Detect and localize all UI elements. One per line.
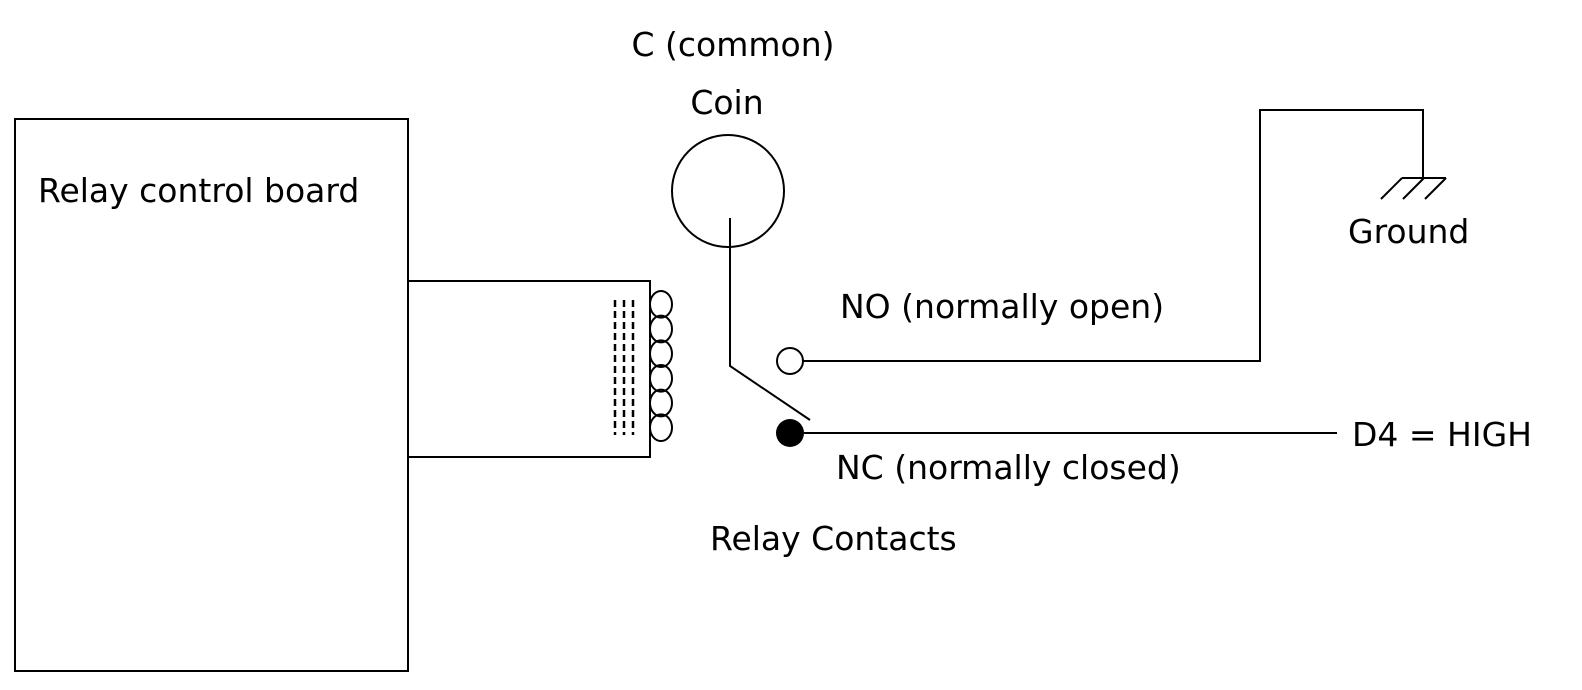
relay-core-icon xyxy=(613,300,635,435)
relay-coil-icon xyxy=(649,290,673,442)
nc-terminal xyxy=(776,419,804,447)
no-terminal xyxy=(776,347,804,375)
coil-turn xyxy=(649,339,673,368)
coin-label: Coin xyxy=(690,83,763,122)
d4-label: D4 = HIGH xyxy=(1352,415,1532,454)
switch-arm xyxy=(729,218,811,421)
no-to-ground-wire xyxy=(803,109,1424,362)
relay-control-board-box xyxy=(14,118,409,672)
coil-turn xyxy=(649,413,673,442)
ground-icon xyxy=(1380,177,1447,200)
coil-turn xyxy=(649,314,673,344)
relay-board-label: Relay control board xyxy=(38,171,359,210)
coil-wire xyxy=(408,280,651,458)
common-label: C (common) xyxy=(631,25,834,64)
ground-label: Ground xyxy=(1348,212,1469,251)
no-label: NO (normally open) xyxy=(840,287,1164,326)
coil-turn xyxy=(649,364,673,393)
nc-label: NC (normally closed) xyxy=(836,448,1181,487)
coin-circle xyxy=(671,134,785,248)
coil-turn xyxy=(649,290,673,319)
relay-contacts-label: Relay Contacts xyxy=(710,519,957,558)
coil-turn xyxy=(649,388,673,418)
